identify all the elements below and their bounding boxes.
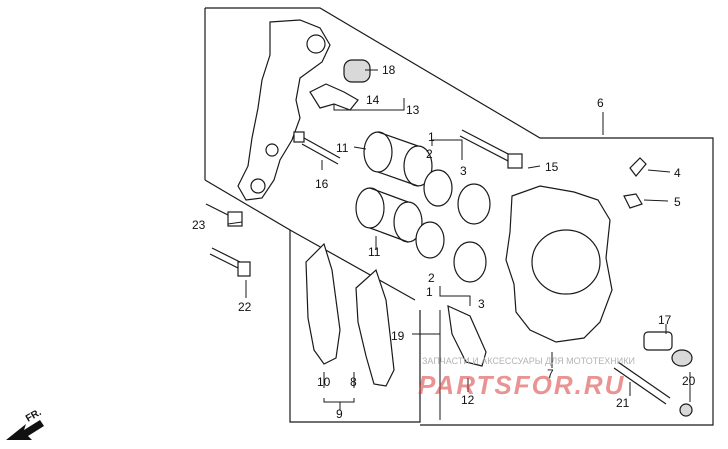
bolt-22 (209, 247, 251, 277)
nut-20 (679, 403, 693, 417)
watermark-logo: PARTSFOR.RU (418, 370, 625, 400)
pad-retainer-12 (447, 305, 487, 367)
callout-3-lower: 3 (478, 297, 485, 311)
callout-10: 10 (317, 375, 331, 389)
callout-4: 4 (674, 166, 681, 180)
callout-18: 18 (382, 63, 396, 77)
watermark-caption: ЗАПЧАСТИ И АКСЕССУАРЫ ДЛЯ МОТОТЕХНИКИ (422, 356, 635, 366)
bleed-cap (623, 193, 643, 209)
callout-1-lower: 1 (426, 285, 433, 299)
leader-lines (227, 69, 691, 420)
callout-7: 7 (547, 367, 554, 381)
callout-14: 14 (366, 93, 380, 107)
callout-22: 22 (238, 300, 252, 314)
piston-lower (355, 187, 423, 243)
pad-frame-divider (289, 229, 416, 301)
callout-23: 23 (192, 218, 206, 232)
caliper-cylinder (531, 229, 601, 295)
front-direction-arrow-icon (6, 420, 44, 440)
pin-15 (459, 129, 523, 169)
callout-3-upper: 3 (460, 164, 467, 178)
callout-12: 12 (461, 393, 475, 407)
pad-spring (309, 83, 359, 111)
seal-3-lower (453, 241, 487, 283)
callout-2-lower: 2 (428, 271, 435, 285)
seal-2-upper (423, 169, 453, 207)
callout-9: 9 (336, 407, 343, 421)
callout-16: 16 (315, 177, 329, 191)
callout-2-upper: 2 (426, 147, 433, 161)
pin-17 (643, 331, 693, 367)
bolt-16 (293, 131, 341, 165)
callout-8: 8 (350, 375, 357, 389)
callout-11-upper: 11 (336, 141, 349, 155)
callout-21: 21 (616, 396, 630, 410)
seal-2-lower (415, 221, 445, 259)
bracket-hole-low (250, 178, 266, 194)
callout-13: 13 (406, 103, 420, 117)
callout-17: 17 (658, 313, 672, 327)
callout-15: 15 (545, 160, 559, 174)
callout-1-upper: 1 (428, 130, 435, 144)
bolt-21 (613, 361, 671, 405)
callout-20: 20 (682, 374, 696, 388)
boot-part (343, 59, 371, 83)
caliper-bracket (237, 19, 331, 201)
bleed-valve (629, 157, 647, 177)
callout-5: 5 (674, 195, 681, 209)
callout-6: 6 (597, 96, 604, 110)
bracket-hole-top (306, 34, 326, 54)
bracket-hole-mid (265, 143, 279, 157)
caliper-assembly-frame (205, 7, 714, 426)
piston-upper (363, 131, 433, 187)
callout-11-lower: 11 (368, 245, 381, 259)
brake-pad-10 (305, 242, 341, 365)
seal-3-upper (457, 183, 491, 225)
pad-set-frame (204, 179, 421, 423)
callout-19: 19 (391, 329, 405, 343)
brake-pad-8 (355, 268, 395, 387)
